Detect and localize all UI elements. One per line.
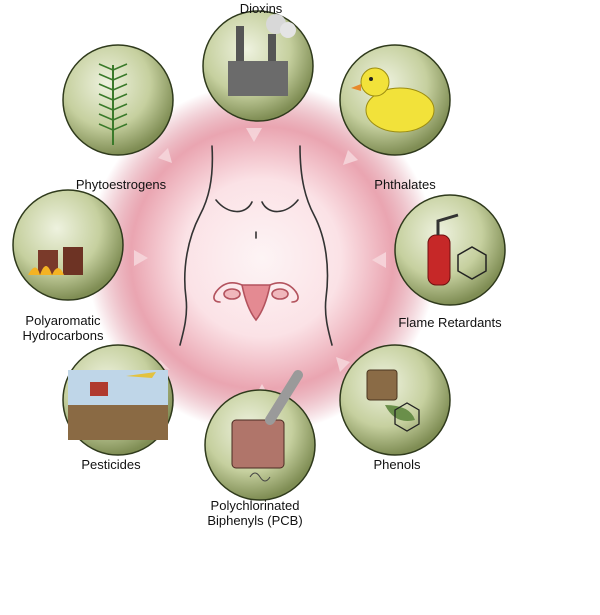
- paint-can-icon: [339, 344, 451, 456]
- female-torso-uterus-icon: [179, 145, 333, 346]
- inward-arrows: [134, 128, 386, 398]
- label-phenols: Phenols: [373, 457, 421, 472]
- label-dioxins: Dioxins: [239, 1, 283, 16]
- burning-barrels-icon: [12, 189, 124, 301]
- plant-icon: [62, 44, 174, 156]
- factory-icon: [202, 10, 314, 122]
- central-glow: [87, 83, 437, 433]
- rubber-duck-icon: [339, 44, 451, 156]
- label-phytoestrogens: Phytoestrogens: [75, 177, 167, 192]
- label-pesticides: Pesticides: [81, 457, 141, 472]
- fire-extinguisher-icon: [394, 194, 506, 306]
- label-flame-retardants: Flame Retardants: [398, 315, 502, 330]
- label-pah: Polyaromatic Hydrocarbons: [22, 313, 104, 343]
- transformer-icon: [204, 370, 316, 501]
- crop-duster-icon: [62, 344, 174, 456]
- label-pcb: Polychlorinated Biphenyls (PCB): [207, 498, 303, 528]
- label-phthalates: Phthalates: [374, 177, 436, 192]
